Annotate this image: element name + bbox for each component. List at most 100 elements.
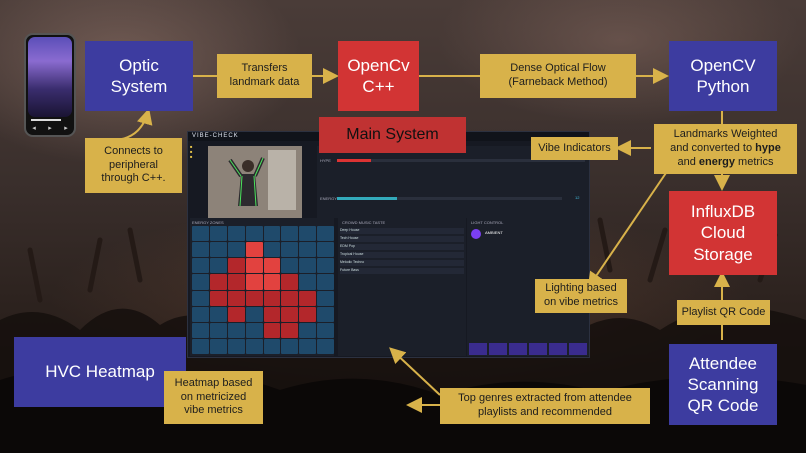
heatmap-cell <box>209 306 227 322</box>
heatmap-cell <box>209 322 227 338</box>
heatmap-cell <box>263 322 281 338</box>
heatmap-cell <box>299 258 317 274</box>
transfers-label: Transfers landmark data <box>217 54 312 98</box>
heatmap-cell <box>317 306 334 322</box>
phone-progress-bar <box>31 119 61 121</box>
heatmap-cell <box>281 258 299 274</box>
heatmap-cell <box>192 258 209 274</box>
track-row: Deep House <box>340 228 464 234</box>
optic-system-node: Optic System <box>85 41 193 111</box>
heatmap-cell <box>227 322 245 338</box>
dashboard-meta: ■■■ <box>190 144 193 159</box>
influxdb-node: InfluxDB Cloud Storage <box>669 191 777 275</box>
camera-feed <box>208 146 302 218</box>
track-name: Tech House <box>340 236 359 240</box>
heatmap-cell <box>263 258 281 274</box>
dense-optical-flow-label: Dense Optical Flow (Farneback Method) <box>480 54 636 98</box>
track-name: Future Bass <box>340 268 359 272</box>
heatmap-cell <box>263 242 281 258</box>
heatmap-cell <box>317 274 334 290</box>
heatmap-cell <box>192 338 209 354</box>
energy-value: 12 <box>575 195 580 200</box>
heatmap-cell <box>299 322 317 338</box>
attendee-scanning-node: Attendee Scanning QR Code <box>669 344 777 425</box>
heatmap-based-label: Heatmap based on metricized vibe metrics <box>164 371 263 424</box>
heatmap-cell <box>245 306 263 322</box>
heatmap-cell <box>209 226 227 242</box>
track-name: Melodic Techno <box>340 260 365 264</box>
light-cells <box>469 343 587 355</box>
arrow-to-lighting <box>587 169 669 289</box>
main-system-label: Main System <box>319 117 466 153</box>
light-control-label: LIGHT CONTROL <box>471 220 504 225</box>
heatmap-cell <box>299 306 317 322</box>
arrow-genres-to-panel <box>389 347 441 396</box>
dashboard-brand: VIBE-CHECK <box>192 133 239 139</box>
heatmap-cell <box>263 290 281 306</box>
track-row: Tech House <box>340 236 464 242</box>
vibe-indicators-label: Vibe Indicators <box>531 137 618 160</box>
meter-energy-label: ENERGY <box>320 196 337 201</box>
heatmap-cell <box>299 274 317 290</box>
heatmap-cell <box>209 258 227 274</box>
landmarks-text: Landmarks Weighted and converted to <box>670 128 778 154</box>
tracked-person-image <box>208 146 302 218</box>
crowd-music-label: CROWD MUSIC TASTE <box>342 220 386 225</box>
opencv-cpp-node: OpenCv C++ <box>338 41 419 111</box>
heatmap-cell <box>317 242 334 258</box>
heatmap-cell <box>227 242 245 258</box>
heatmap-cell <box>299 226 317 242</box>
arrow-connects-to-optic <box>111 108 153 141</box>
heatmap-cell <box>299 242 317 258</box>
energy-heatmap-grid <box>192 226 334 354</box>
heatmap-cell <box>317 258 334 274</box>
phone-screen <box>28 37 72 117</box>
heatmap-cell <box>209 242 227 258</box>
heatmap-cell <box>281 306 299 322</box>
heatmap-cell <box>281 274 299 290</box>
heatmap-cell <box>209 290 227 306</box>
heatmap-cell <box>281 242 299 258</box>
heatmap-cell <box>299 338 317 354</box>
heatmap-cell <box>245 258 263 274</box>
heatmap-cell <box>192 290 209 306</box>
heatmap-cell <box>192 242 209 258</box>
heatmap-cell <box>317 338 334 354</box>
meter-hype-label: HYPE <box>320 158 331 163</box>
track-name: Tropical House <box>340 252 364 256</box>
energy-meter <box>337 197 562 200</box>
heatmap-cell <box>192 306 209 322</box>
heatmap-cell <box>245 322 263 338</box>
energy-zones-label: ENERGY ZONES <box>192 220 224 225</box>
heatmap-cell <box>317 226 334 242</box>
heatmap-cell <box>245 338 263 354</box>
heatmap-cell <box>281 226 299 242</box>
next-icon: ▸ <box>64 125 68 132</box>
heatmap-cell <box>227 226 245 242</box>
heatmap-cell <box>209 274 227 290</box>
heatmap-cell <box>227 306 245 322</box>
track-row: Melodic Techno <box>340 260 464 266</box>
heatmap-cell <box>245 242 263 258</box>
lighting-label: Lighting based on vibe metrics <box>535 279 627 313</box>
track-name: EDM Pop <box>340 244 355 248</box>
hype-text: hype <box>755 141 781 154</box>
heatmap-cell <box>245 226 263 242</box>
heatmap-cell <box>245 274 263 290</box>
heatmap-cell <box>281 290 299 306</box>
heatmap-cell <box>317 290 334 306</box>
heatmap-cell <box>281 338 299 354</box>
heatmap-cell <box>263 274 281 290</box>
hvc-heatmap-node: HVC Heatmap <box>14 337 186 407</box>
heatmap-cell <box>192 274 209 290</box>
smartphone-image: ◂ ▸ ▸ <box>24 33 76 137</box>
landmarks-weighted-label: Landmarks Weighted and converted to hype… <box>654 124 797 174</box>
track-row: Future Bass <box>340 268 464 274</box>
prev-icon: ◂ <box>32 125 36 132</box>
heatmap-cell <box>209 338 227 354</box>
light-mode-label: AMBIENT <box>485 230 503 235</box>
top-genres-label: Top genres extracted from attendee playl… <box>440 388 650 424</box>
heatmap-cell <box>263 226 281 242</box>
heatmap-cell <box>227 274 245 290</box>
light-color-indicator <box>471 229 481 239</box>
